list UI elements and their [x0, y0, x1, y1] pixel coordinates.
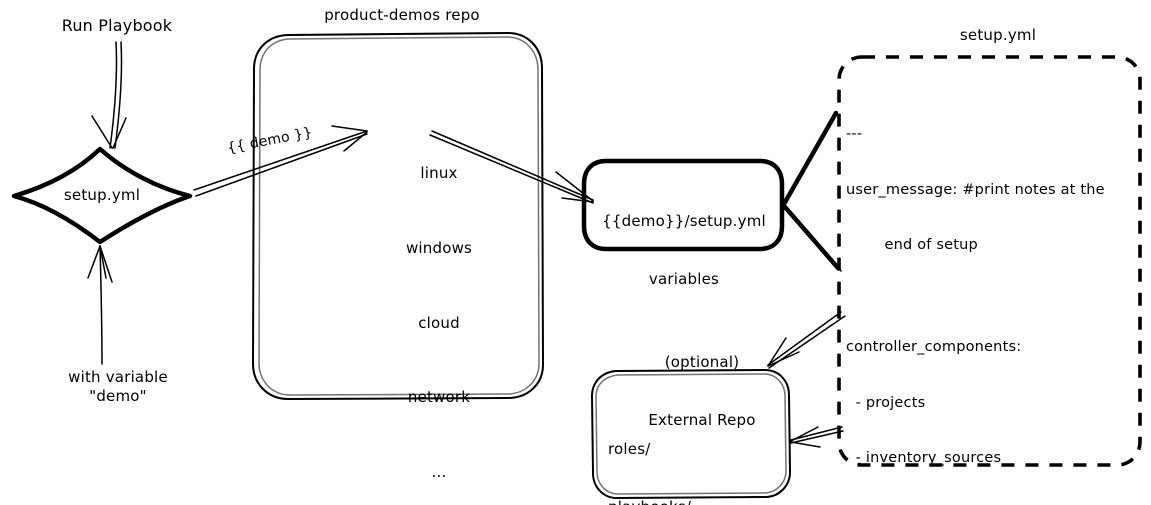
repo-item-network: network [407, 388, 471, 407]
arrow-projects-to-external-repo [767, 311, 846, 369]
decision-diamond-setup-yml [11, 146, 193, 245]
repo-box [252, 32, 544, 400]
external-repo-box [591, 369, 791, 499]
external-repo-title: (optional) External Repo [612, 315, 792, 469]
setup-yml-title: setup.yml [959, 26, 1037, 44]
repo-item-cloud: cloud [418, 313, 460, 332]
arrow-job-templates-to-external-repo [790, 426, 844, 448]
arrow-run-playbook [91, 41, 127, 149]
variables-box-line2: variables [648, 269, 720, 288]
connector-setup-to-variables-lower [782, 204, 842, 272]
yaml-line-3 [846, 292, 1146, 301]
with-variable-label: with variable "demo" [68, 368, 168, 406]
decision-label-setup-yml: setup.yml [63, 186, 141, 204]
external-repo-title-line2: External Repo [648, 410, 756, 429]
repo-item-list: linux windows cloud network ... [364, 126, 514, 505]
arrow-linux-to-variables [429, 130, 594, 204]
arrow-with-variable [87, 245, 113, 365]
yaml-line-0: --- [846, 126, 863, 143]
yaml-line-6: - inventory_sources [846, 450, 1002, 467]
repo-item-windows: windows [405, 238, 473, 257]
repo-item-linux: linux [420, 164, 458, 183]
variables-box [581, 158, 785, 252]
arrow-demo-variable [193, 125, 368, 197]
repo-item-ellipsis: ... [431, 462, 447, 481]
variables-box-line1: {{demo}}/setup.yml [602, 212, 766, 231]
external-repo-item-playbooks: playbooks/ [608, 498, 768, 505]
yaml-line-1: user_message: #print notes at the [846, 181, 1105, 198]
external-repo-item-list: roles/ playbooks/ .... [608, 402, 768, 505]
setup-yml-dashed-box [837, 55, 1142, 467]
yaml-line-2: end of setup [846, 237, 978, 254]
external-repo-title-line1: (optional) [664, 353, 740, 372]
variables-box-label: {{demo}}/setup.yml variables [596, 174, 772, 328]
repo-title: product-demos repo [324, 6, 480, 24]
run-playbook-label: Run Playbook [61, 16, 173, 35]
yaml-line-5: - projects [846, 394, 926, 411]
yaml-line-4: controller_components: [846, 339, 1022, 356]
connector-setup-to-variables-upper [781, 110, 839, 207]
setup-yml-content: --- user_message: #print notes at the en… [846, 88, 1146, 505]
external-repo-item-roles: roles/ [608, 440, 651, 459]
